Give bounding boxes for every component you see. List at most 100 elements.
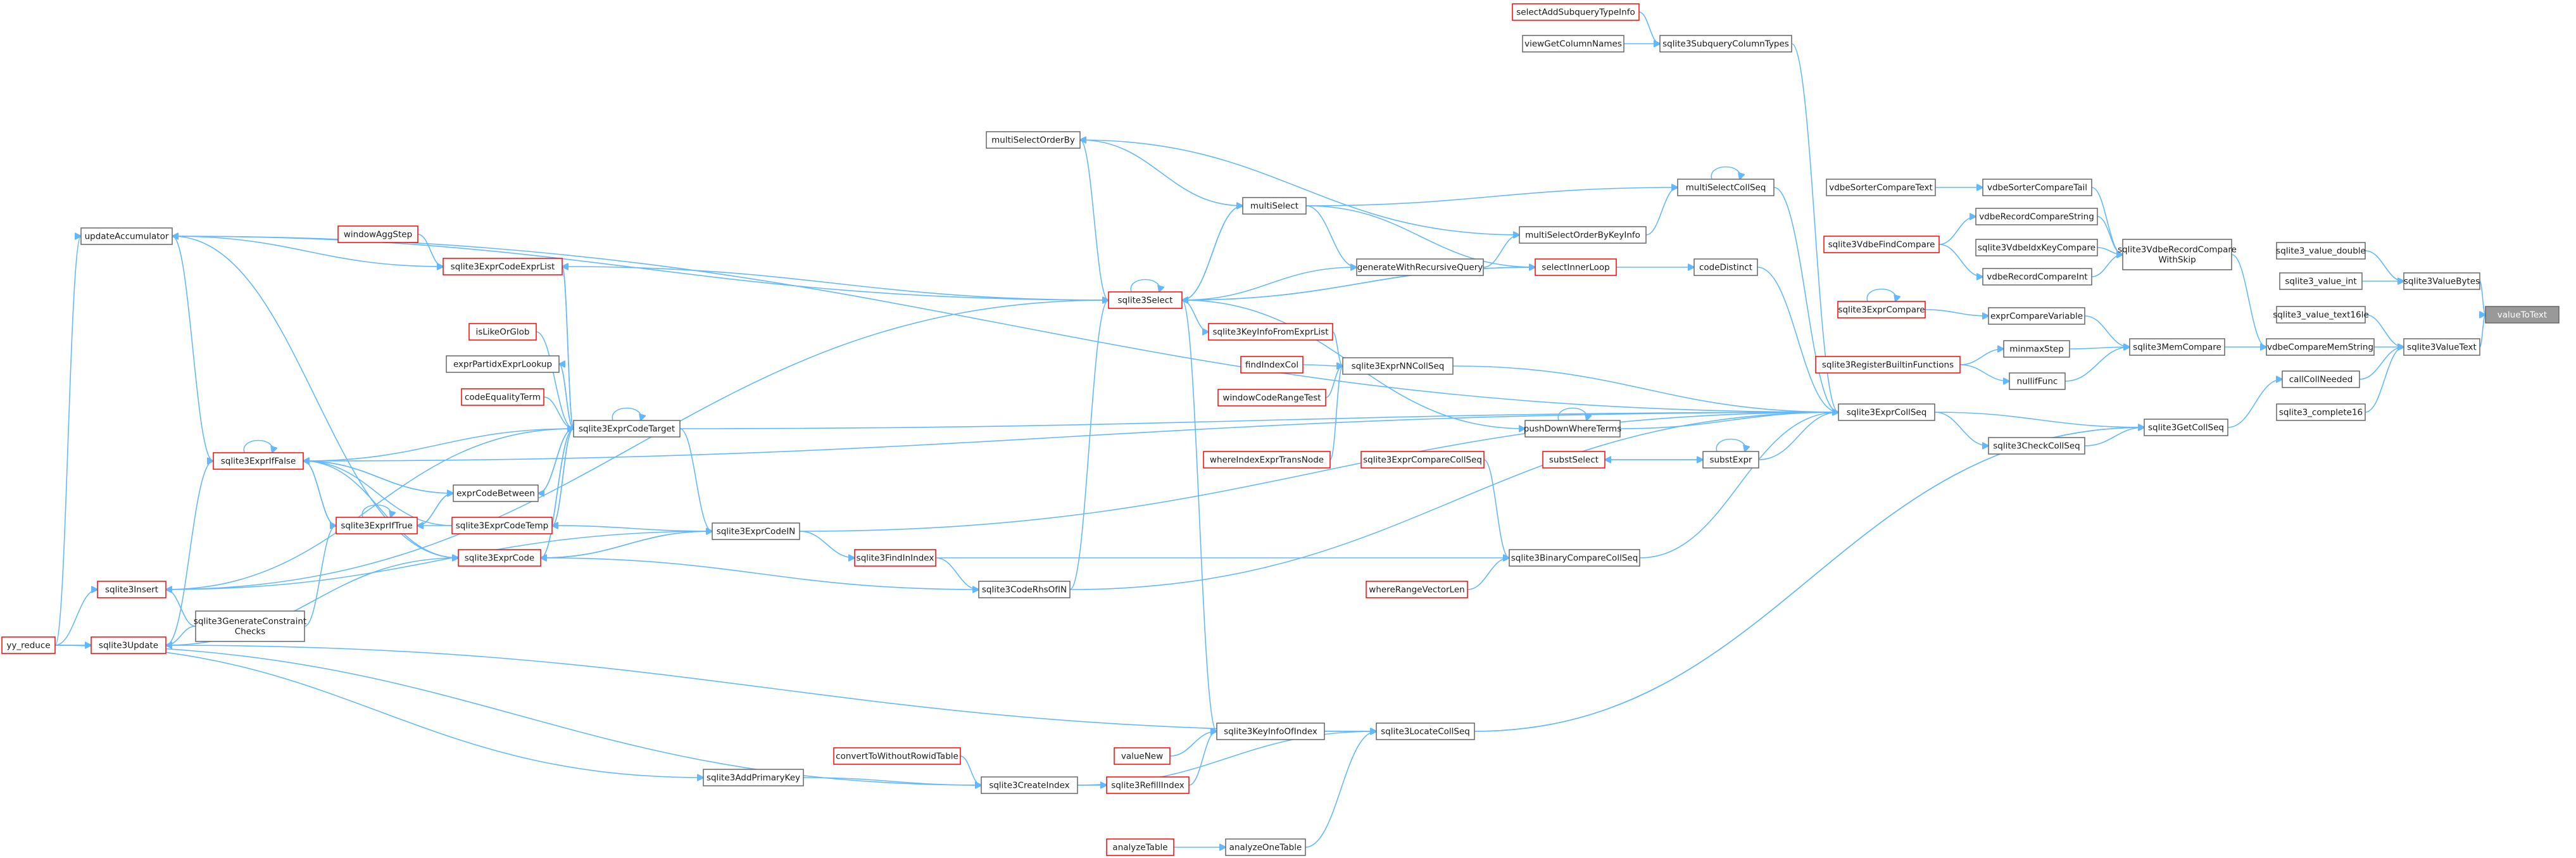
node-where-range-vector-len[interactable]: whereRangeVectorLen <box>1366 581 1468 598</box>
node-generate-with-recursive-query[interactable]: generateWithRecursiveQuery <box>1356 258 1484 276</box>
edge-generate-with-recursive-query-to-sqlite3-select <box>1182 267 1357 300</box>
node-vdbe-record-compare-string[interactable]: vdbeRecordCompareString <box>1975 208 2098 225</box>
node-sqlite3-get-coll-seq[interactable]: sqlite3GetCollSeq <box>2144 419 2228 436</box>
node-sqlite3-code-rhs-of-in[interactable]: sqlite3CodeRhsOfIN <box>978 581 1071 598</box>
node-convert-to-without-rowid-table[interactable]: convertToWithoutRowidTable <box>833 747 961 765</box>
node-box <box>451 517 553 534</box>
node-sqlite3-expr-coll-seq[interactable]: sqlite3ExprCollSeq <box>1838 403 1935 421</box>
node-window-agg-step[interactable]: windowAggStep <box>337 225 418 243</box>
node-sqlite3-mem-compare[interactable]: sqlite3MemCompare <box>2129 338 2225 356</box>
edge-sqlite3-vdbe-record-compare-with-skip-to-vdbe-compare-mem-string <box>2231 254 2266 347</box>
node-box <box>443 258 563 275</box>
node-code-distinct[interactable]: codeDistinct <box>1693 258 1758 276</box>
node-sqlite3-expr-if-true[interactable]: sqlite3ExprIfTrue <box>336 517 418 534</box>
edge-sqlite3-expr-code-temp-to-sqlite3-expr-code-target <box>551 429 574 526</box>
node-sqlite3-find-in-index[interactable]: sqlite3FindInIndex <box>854 549 936 567</box>
node-vdbe-sorter-compare-tail[interactable]: vdbeSorterCompareTail <box>1982 179 2092 196</box>
node-code-equality-term[interactable]: codeEqualityTerm <box>461 388 544 406</box>
node-sqlite3-complete16[interactable]: sqlite3_complete16 <box>2276 403 2366 421</box>
edge-multi-select-order-by-key-info-to-multi-select-coll-seq <box>1645 187 1678 236</box>
node-vdbe-compare-mem-string[interactable]: vdbeCompareMemString <box>2266 338 2375 356</box>
node-minmax-step[interactable]: minmaxStep <box>2003 340 2070 358</box>
node-sqlite3-expr-compare[interactable]: sqlite3ExprCompare <box>1837 301 1926 319</box>
node-sqlite3-create-index[interactable]: sqlite3CreateIndex <box>981 776 1078 794</box>
node-window-code-range-test[interactable]: windowCodeRangeTest <box>1217 389 1326 407</box>
nodes-layer: valueToText sqlite3ValueBytes sqlite3_valu… <box>1 3 2560 856</box>
node-box <box>986 131 1081 149</box>
edge-sqlite3-subquery-column-types-to-sqlite3-expr-coll-seq <box>1791 43 1838 412</box>
node-multi-select-order-by-key-info[interactable]: multiSelectOrderByKeyInfo <box>1519 226 1647 244</box>
node-label: windowCodeRangeTest <box>1222 393 1321 403</box>
node-where-index-expr-trans-node[interactable]: whereIndexExprTransNode <box>1203 451 1331 469</box>
node-sqlite3-value-text[interactable]: sqlite3ValueText <box>2403 338 2480 356</box>
node-value-new[interactable]: valueNew <box>1114 747 1171 765</box>
node-box <box>1823 236 1940 253</box>
node-view-get-column-names[interactable]: viewGetColumnNames <box>1522 35 1624 53</box>
node-sqlite3-expr-code-expr-list[interactable]: sqlite3ExprCodeExprList <box>443 258 563 275</box>
node-sqlite3-expr-compare-coll-seq[interactable]: sqlite3ExprCompareCollSeq <box>1360 451 1485 469</box>
node-update-accumulator[interactable]: updateAccumulator <box>80 227 173 245</box>
node-find-index-col[interactable]: findIndexCol <box>1240 356 1304 374</box>
node-label: multiSelect <box>1250 201 1298 211</box>
node-sqlite3-key-info-from-expr-list[interactable]: sqlite3KeyInfoFromExprList <box>1208 323 1333 341</box>
node-sqlite3-select[interactable]: sqlite3Select <box>1108 291 1183 309</box>
node-push-down-where-terms[interactable]: pushDownWhereTerms <box>1524 420 1622 438</box>
node-box <box>1240 356 1304 374</box>
node-multi-select-coll-seq[interactable]: multiSelectCollSeq <box>1677 179 1775 196</box>
node-yy-reduce[interactable]: yy_reduce <box>1 636 56 654</box>
node-sqlite3-expr-code[interactable]: sqlite3ExprCode <box>458 549 541 567</box>
node-vdbe-record-compare-int[interactable]: vdbeRecordCompareInt <box>1982 268 2092 286</box>
node-subst-select[interactable]: substSelect <box>1542 451 1605 469</box>
node-analyze-one-table[interactable]: analyzeOneTable <box>1225 838 1306 856</box>
node-expr-compare-variable[interactable]: exprCompareVariable <box>1988 307 2085 325</box>
node-box <box>1838 403 1935 421</box>
node-sqlite3-expr-code-target[interactable]: sqlite3ExprCodeTarget <box>573 420 681 438</box>
node-sqlite3-expr-if-false[interactable]: sqlite3ExprIfFalse <box>213 452 304 470</box>
edge-code-distinct-to-sqlite3-expr-coll-seq <box>1757 267 1838 412</box>
node-sqlite3-insert[interactable]: sqlite3Insert <box>97 581 166 598</box>
node-expr-code-between[interactable]: exprCodeBetween <box>453 484 539 502</box>
node-label: pushDownWhereTerms <box>1524 424 1622 434</box>
node-sqlite3-vdbe-find-compare[interactable]: sqlite3VdbeFindCompare <box>1823 236 1940 253</box>
node-sqlite3-value-text16le[interactable]: sqlite3_value_text16le <box>2273 306 2369 324</box>
node-sqlite3-check-coll-seq[interactable]: sqlite3CheckCollSeq <box>1988 437 2085 455</box>
node-sqlite3-update[interactable]: sqlite3Update <box>91 636 166 654</box>
node-call-coll-needed[interactable]: callCollNeeded <box>2282 370 2360 388</box>
node-vdbe-sorter-compare-text[interactable]: vdbeSorterCompareText <box>1826 179 1936 196</box>
node-box <box>978 581 1071 598</box>
node-sqlite3-expr-code-temp[interactable]: sqlite3ExprCodeTemp <box>451 517 553 534</box>
node-sqlite3-key-info-of-index[interactable]: sqlite3KeyInfoOfIndex <box>1216 722 1325 740</box>
node-multi-select[interactable]: multiSelect <box>1242 197 1307 215</box>
node-sqlite3-value-int[interactable]: sqlite3_value_int <box>2279 272 2363 290</box>
node-select-add-subquery-type-info[interactable]: selectAddSubqueryTypeInfo <box>1512 3 1640 21</box>
node-sqlite3-vdbe-idx-key-compare[interactable]: sqlite3VdbeIdxKeyCompare <box>1975 239 2098 256</box>
node-sqlite3-value-bytes[interactable]: sqlite3ValueBytes <box>2403 272 2480 290</box>
node-label: substSelect <box>1549 455 1599 465</box>
edge-window-code-range-test-to-sqlite3-expr-nncoll-seq <box>1325 366 1343 398</box>
edge-update-accumulator-to-sqlite3-expr-if-false <box>172 236 213 461</box>
node-box <box>1208 323 1333 341</box>
node-analyze-table[interactable]: analyzeTable <box>1106 838 1174 856</box>
node-is-like-or-glob[interactable]: isLikeOrGlob <box>468 323 537 341</box>
node-sqlite3-refill-index[interactable]: sqlite3RefillIndex <box>1106 776 1190 794</box>
node-value-to-text[interactable]: valueToText <box>2485 306 2560 324</box>
node-sqlite3-binary-compare-coll-seq[interactable]: sqlite3BinaryCompareCollSeq <box>1509 549 1640 567</box>
node-nullif-func[interactable]: nullifFunc <box>2009 372 2066 390</box>
node-sqlite3-value-double[interactable]: sqlite3_value_double <box>2276 242 2366 260</box>
node-select-inner-loop[interactable]: selectInnerLoop <box>1535 258 1617 276</box>
node-sqlite3-expr-code-in[interactable]: sqlite3ExprCodeIN <box>712 522 800 540</box>
edge-sqlite3-expr-code-target-to-sqlite3-expr-code-target <box>612 407 641 421</box>
node-subst-expr[interactable]: substExpr <box>1702 451 1759 469</box>
node-label: sqlite3GenerateConstraint <box>194 617 306 627</box>
node-expr-partidx-expr-lookup[interactable]: exprPartidxExprLookup <box>446 355 560 373</box>
node-sqlite3-register-builtin-functions[interactable]: sqlite3RegisterBuiltinFunctions <box>1815 356 1961 374</box>
node-sqlite3-subquery-column-types[interactable]: sqlite3SubqueryColumnTypes <box>1659 35 1792 53</box>
node-sqlite3-locate-coll-seq[interactable]: sqlite3LocateCollSeq <box>1376 722 1475 740</box>
node-multi-select-order-by[interactable]: multiSelectOrderBy <box>986 131 1081 149</box>
node-sqlite3-add-primary-key[interactable]: sqlite3AddPrimaryKey <box>703 769 804 786</box>
edge-sqlite3-value-text-to-value-to-text <box>2480 315 2485 348</box>
node-sqlite3-expr-nncoll-seq[interactable]: sqlite3ExprNNCollSeq <box>1342 357 1454 375</box>
node-box <box>2485 306 2560 324</box>
